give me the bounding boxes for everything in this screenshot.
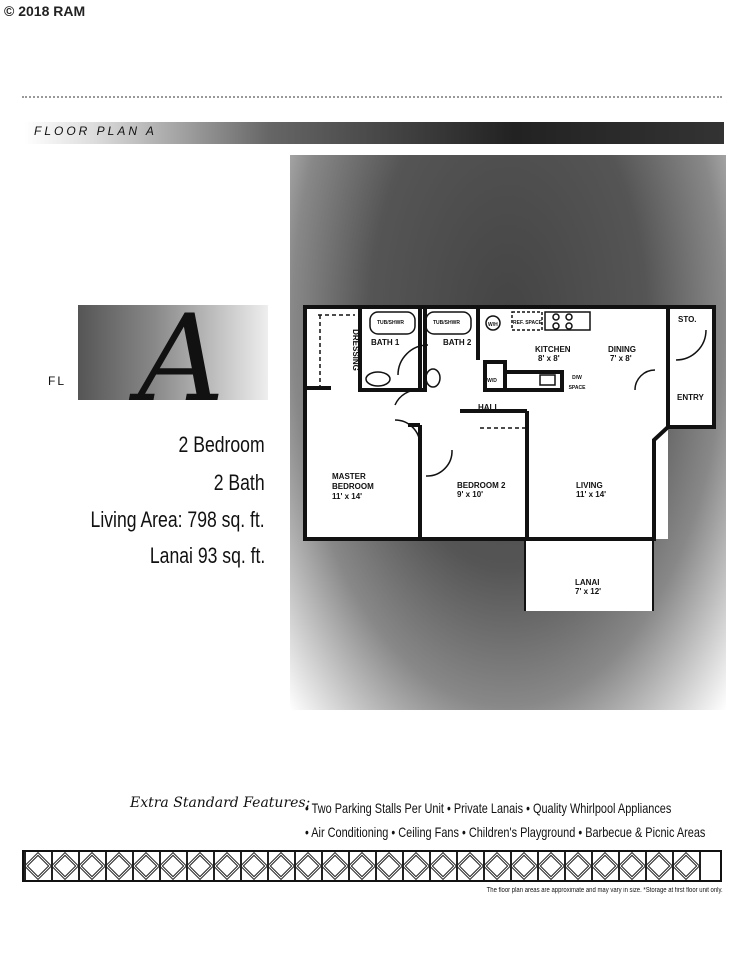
diamond-cross-icon <box>50 851 79 881</box>
tub-2: TUB/SHWR <box>433 320 460 326</box>
border-tile <box>590 851 619 881</box>
diamond-cross-icon <box>212 851 241 881</box>
diamond-cross-icon <box>671 851 700 881</box>
border-tile <box>671 851 700 881</box>
room-living: LIVING <box>576 481 603 490</box>
diamond-cross-icon <box>401 851 430 881</box>
room-hall: HALL <box>478 403 500 412</box>
dining-dimensions: 7' x 8' <box>610 354 632 363</box>
border-tile <box>401 851 430 881</box>
diamond-cross-icon <box>374 851 403 881</box>
border-tile <box>536 851 565 881</box>
lanai-dimensions: 7' x 12' <box>575 587 602 596</box>
tub-1: TUB/SHWR <box>377 320 404 326</box>
header-bar <box>24 122 724 144</box>
diamond-cross-icon <box>104 851 133 881</box>
border-tile <box>644 851 673 881</box>
border-tile <box>158 851 187 881</box>
diamond-cross-icon <box>455 851 484 881</box>
room-dining: DINING <box>608 345 636 354</box>
diamond-cross-icon <box>266 851 295 881</box>
room-bath2: BATH 2 <box>443 338 472 347</box>
diamond-cross-icon <box>482 851 511 881</box>
border-tile <box>293 851 322 881</box>
diamond-cross-icon <box>536 851 565 881</box>
room-storage: STO. <box>678 315 697 324</box>
border-tile <box>428 851 457 881</box>
diamond-cross-icon <box>77 851 106 881</box>
border-tile <box>374 851 403 881</box>
border-tile <box>509 851 538 881</box>
room-master-bedroom: MASTER BEDROOM <box>332 472 374 491</box>
diamond-cross-icon <box>239 851 268 881</box>
border-tile <box>50 851 79 881</box>
ref-space: REF. SPACE <box>513 320 543 326</box>
room-dressing: DRESSING <box>350 329 360 371</box>
lanai-area: Lanai 93 sq. ft. <box>149 543 265 568</box>
divider <box>22 96 722 98</box>
master-dimensions: 11' x 14' <box>332 492 363 501</box>
diamond-cross-icon <box>185 851 214 881</box>
border-tile <box>104 851 133 881</box>
border-tile <box>212 851 241 881</box>
border-tile <box>563 851 592 881</box>
room-bath1: BATH 1 <box>371 338 400 347</box>
diamond-cross-icon <box>347 851 376 881</box>
disclaimer: The floor plan areas are approximate and… <box>486 887 723 894</box>
room-lanai: LANAI <box>575 578 600 587</box>
diamond-cross-icon <box>428 851 457 881</box>
water-heater: W/H <box>488 322 498 328</box>
diamond-cross-icon <box>590 851 619 881</box>
diamond-cross-icon <box>23 851 52 881</box>
border-tile <box>23 851 52 881</box>
features-title: Extra Standard Features: <box>130 795 311 811</box>
bedroom2-dimensions: 9' x 10' <box>457 490 484 499</box>
living-area: Living Area: 798 sq. ft. <box>90 507 265 532</box>
room-bedroom2: BEDROOM 2 <box>457 481 506 490</box>
bedrooms: 2 Bedroom <box>178 432 265 457</box>
diamond-cross-icon <box>509 851 538 881</box>
border-tile <box>239 851 268 881</box>
diamond-cross-icon <box>617 851 646 881</box>
border-tile <box>482 851 511 881</box>
logo-shade <box>78 305 268 400</box>
border-tile <box>320 851 349 881</box>
diamond-cross-icon <box>644 851 673 881</box>
border-tile <box>347 851 376 881</box>
kitchen-dimensions: 8' x 8' <box>538 354 560 363</box>
baths: 2 Bath <box>214 470 265 495</box>
border-tile <box>131 851 160 881</box>
border-tile <box>185 851 214 881</box>
border-tile <box>455 851 484 881</box>
dw-space: D/W SPACE <box>568 375 586 391</box>
diamond-cross-icon <box>320 851 349 881</box>
room-kitchen: KITCHEN <box>535 345 571 354</box>
room-entry: ENTRY <box>677 393 704 402</box>
border-tile <box>77 851 106 881</box>
header-title: FLOOR PLAN A <box>34 124 157 138</box>
features-line-1: • Two Parking Stalls Per Unit • Private … <box>305 800 672 816</box>
wd-space: W/D SPACE <box>483 378 501 394</box>
logo-letter: A <box>138 290 225 429</box>
diamond-cross-icon <box>158 851 187 881</box>
diamond-cross-icon <box>131 851 160 881</box>
diamond-cross-icon <box>563 851 592 881</box>
copyright: © 2018 RAM <box>4 3 86 19</box>
living-dimensions: 11' x 14' <box>576 490 607 499</box>
border-tile <box>617 851 646 881</box>
diamond-cross-icon <box>293 851 322 881</box>
logo-prefix: FL <box>48 374 67 388</box>
features-line-2: • Air Conditioning • Ceiling Fans • Chil… <box>305 824 706 840</box>
decorative-border <box>22 850 722 882</box>
border-tile <box>266 851 295 881</box>
